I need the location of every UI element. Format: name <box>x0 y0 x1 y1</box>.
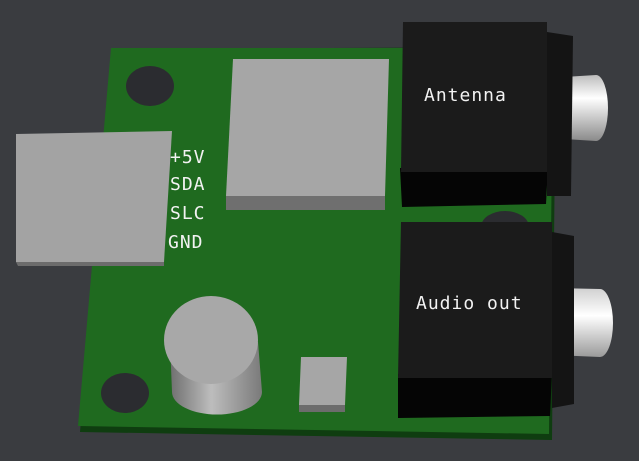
jack-top-body <box>401 22 547 172</box>
jack-bottom-side <box>552 232 574 408</box>
jack-top-foot <box>400 166 548 207</box>
connector-block-shadow <box>16 262 164 266</box>
chip-top <box>226 59 389 196</box>
jack-top-side <box>547 32 573 196</box>
jack-bottom-foot <box>398 372 552 418</box>
mounting-hole-bottom-left <box>101 373 149 413</box>
silkscreen-pin-5v: +5V <box>170 147 206 168</box>
smd-component <box>299 357 347 405</box>
silkscreen-pin-gnd: GND <box>168 232 204 253</box>
silkscreen-audio-out-label: Audio out <box>416 293 523 314</box>
connector-block <box>16 131 172 262</box>
jack-bottom-body <box>398 222 552 378</box>
chip-side <box>226 196 385 210</box>
capacitor-top <box>164 296 258 384</box>
silkscreen-pin-slc: SLC <box>170 203 206 224</box>
silkscreen-antenna-label: Antenna <box>424 85 507 106</box>
mounting-hole-top-left <box>126 66 174 106</box>
smd-component-side <box>299 404 345 412</box>
silkscreen-pin-sda: SDA <box>170 174 206 195</box>
